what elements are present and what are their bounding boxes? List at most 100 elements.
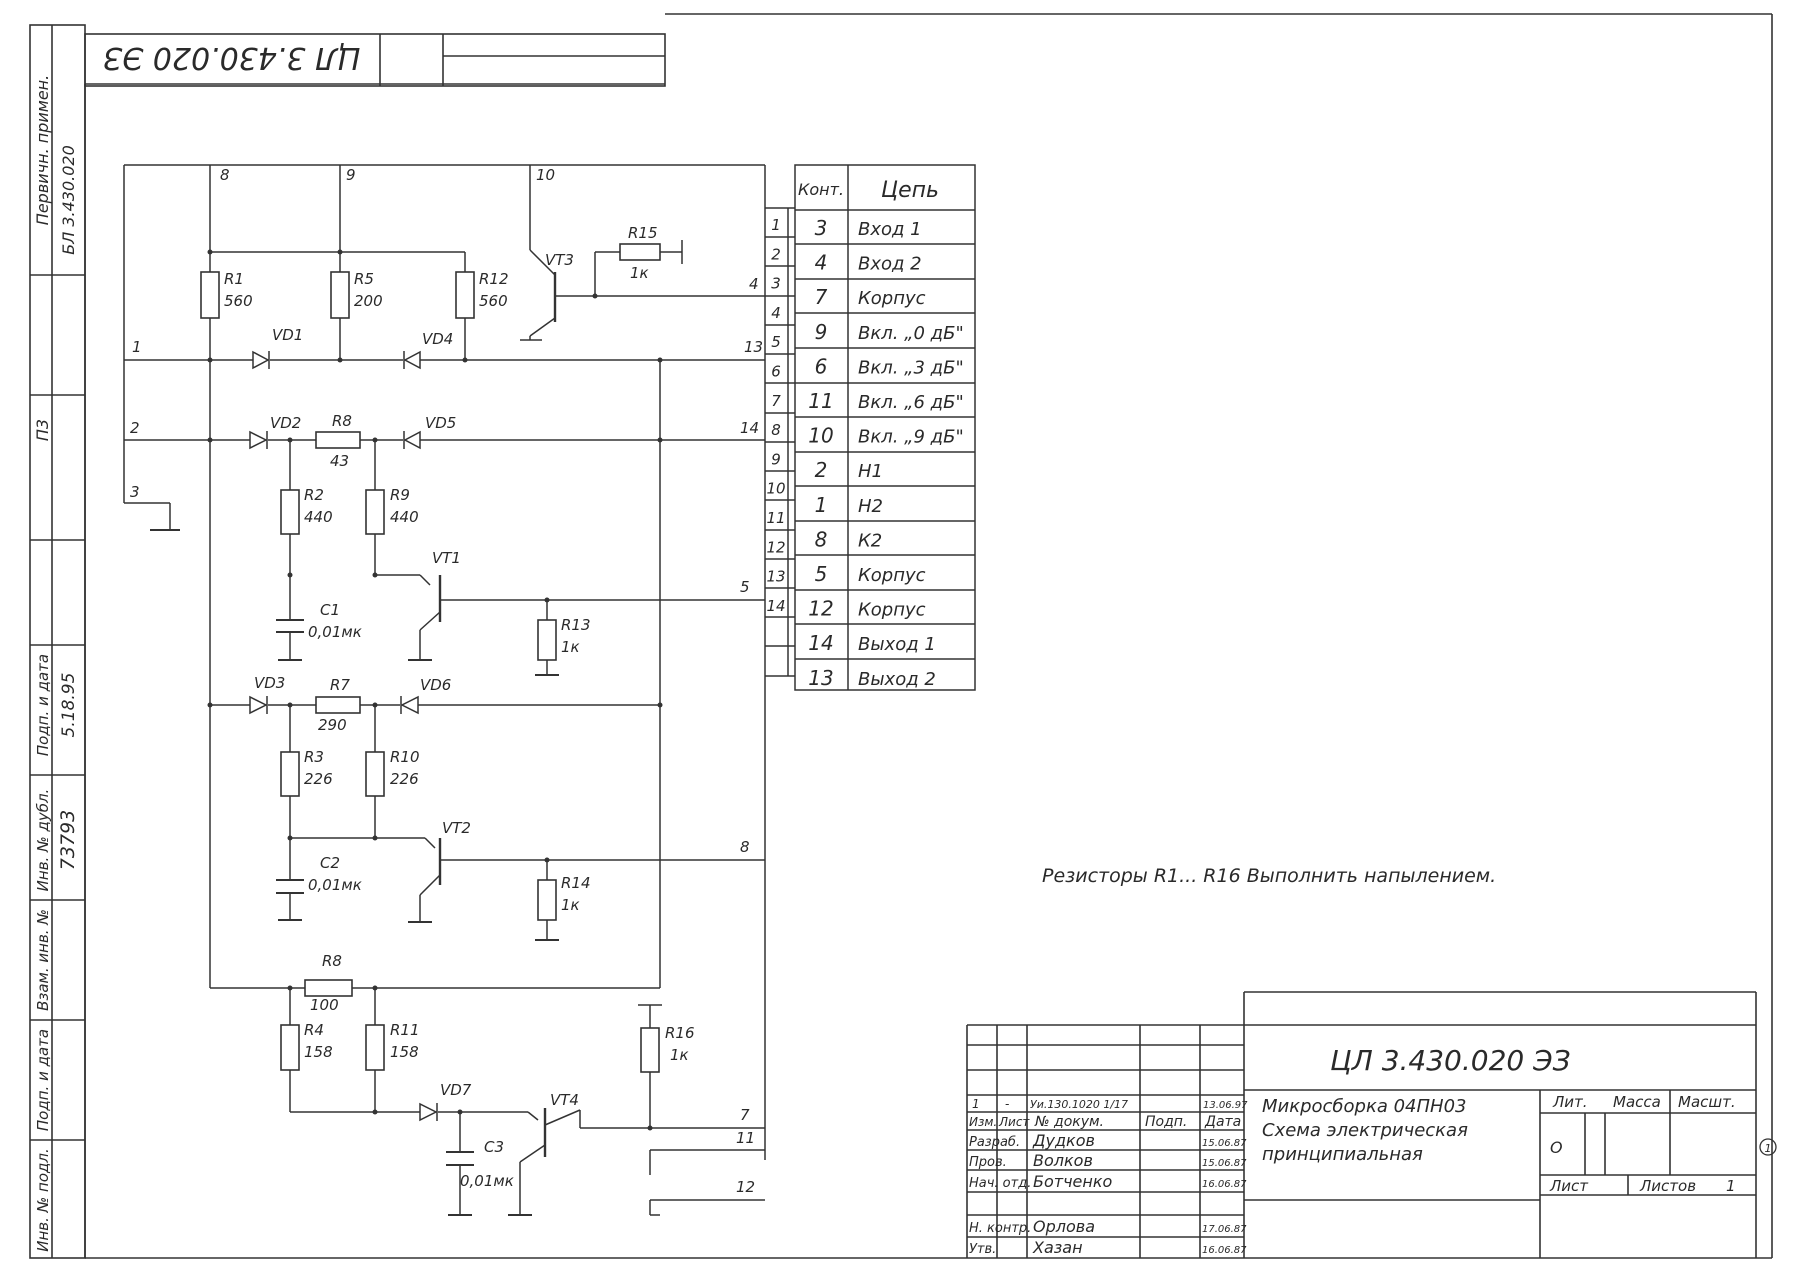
signer-date: 15.06.87 xyxy=(1202,1158,1247,1169)
junction-dots xyxy=(207,249,663,1131)
pin-table-contact: 6 xyxy=(815,354,828,378)
val-c3: 0,01мк xyxy=(460,1172,514,1190)
signer-name: Дудков xyxy=(1032,1131,1095,1150)
ref-vd7: VD7 xyxy=(440,1081,472,1099)
sheets-value: 1 xyxy=(1726,1177,1736,1195)
pin-table-row-number: 14 xyxy=(766,597,785,615)
signer-role: Н. контр. xyxy=(969,1221,1031,1236)
pin-table-row-number: 10 xyxy=(766,480,785,498)
pin-table-contact: 12 xyxy=(808,597,833,621)
pin-table-circuit: Вкл. „3 дБ" xyxy=(858,357,964,378)
rev-c: Уи.130.1020 1/17 xyxy=(1030,1098,1128,1111)
pin-table-row-number: 7 xyxy=(771,392,781,410)
pin-table-circuit: Н2 xyxy=(858,496,883,517)
pin-table-circuit: Выход 1 xyxy=(858,634,936,655)
hdr-b: Лист xyxy=(998,1115,1030,1129)
p3-label: П3 xyxy=(33,419,52,441)
pin-table-circuit: К2 xyxy=(858,530,882,551)
pin-table-row-number: 4 xyxy=(771,304,781,322)
signer-date: 16.06.87 xyxy=(1202,1179,1247,1190)
pin-table-row-number: 1 xyxy=(771,216,781,234)
pin-table-row-number: 12 xyxy=(766,538,785,556)
resistor-r8-bottom xyxy=(304,979,353,997)
date-value: 5.18.95 xyxy=(59,673,79,738)
pin-table-circuit: Корпус xyxy=(858,288,926,309)
resistor-r16 xyxy=(640,1027,660,1073)
rev-e: 13.06.97 xyxy=(1203,1100,1248,1111)
ref-r2: R2 xyxy=(304,486,324,504)
val-r4: 158 xyxy=(304,1043,333,1061)
resistor-r12 xyxy=(455,271,475,319)
pin-table-row-number: 8 xyxy=(771,421,781,439)
signer-name: Орлова xyxy=(1033,1217,1095,1236)
code-stamp: ЦЛ 3.430.020 ЭЗ xyxy=(103,40,361,75)
ref-r9: R9 xyxy=(390,486,410,504)
ref-c2: C2 xyxy=(320,854,340,872)
rev-a: 1 xyxy=(972,1097,980,1111)
signer-role: Пров. xyxy=(969,1155,1007,1170)
ref-vd4: VD4 xyxy=(422,330,453,348)
rev-b: - xyxy=(1005,1097,1009,1111)
resistor-r7 xyxy=(315,696,361,714)
ground-symbols xyxy=(150,529,559,1216)
resistor-r9 xyxy=(365,489,385,535)
val-r8-top: 43 xyxy=(330,452,349,470)
component-labels: R1 560 R5 200 R12 560 R15 1к VT3 VD1 VD4… xyxy=(224,224,695,1190)
pin-table-row-number: 2 xyxy=(771,245,781,263)
transistor-bases xyxy=(438,272,557,1157)
signer-role: Утв. xyxy=(969,1242,996,1257)
pin-table-contact: 5 xyxy=(815,562,828,586)
ref-r4: R4 xyxy=(304,1021,324,1039)
pin-label-right-3: 5 xyxy=(740,578,750,596)
pin-label-top-2: 10 xyxy=(536,166,555,184)
resistor-note: Резисторы R1... R16 Выполнить напылением… xyxy=(1042,865,1496,887)
pin-table-row-number: 5 xyxy=(771,333,781,351)
pin-table-contact: 9 xyxy=(815,320,828,344)
val-r7: 290 xyxy=(318,716,347,734)
title-line-1: Микросборка 04ПН03 xyxy=(1262,1096,1466,1117)
circle-mark-label: 1 xyxy=(1765,1142,1772,1155)
pin-table-circuit: Вкл. „0 дБ" xyxy=(858,323,964,344)
title-block: ЦЛ 3.430.020 ЭЗ Микросборка 04ПН03 Схема… xyxy=(966,991,1777,1258)
replace-inv-label: Взам. инв. № xyxy=(34,909,52,1011)
ref-r1: R1 xyxy=(224,270,244,288)
signer-role: Разраб. xyxy=(969,1135,1020,1150)
pin-label-top-0: 8 xyxy=(220,166,230,184)
val-c1: 0,01мк xyxy=(308,623,362,641)
ref-r8-bottom: R8 xyxy=(322,952,342,970)
pin-table-contact: 14 xyxy=(808,631,833,655)
ref-vd3: VD3 xyxy=(254,674,285,692)
pin-table-row-number: 11 xyxy=(766,509,785,527)
ref-vt3: VT3 xyxy=(545,251,574,269)
diodes xyxy=(249,350,438,1122)
ref-vd2: VD2 xyxy=(270,414,301,432)
pin-table-header-contact: Конт. xyxy=(798,180,844,199)
ref-r8-top: R8 xyxy=(332,412,352,430)
drawing-frame xyxy=(29,13,1773,1259)
ref-r11: R11 xyxy=(390,1021,420,1039)
ref-r15: R15 xyxy=(628,224,658,242)
signer-name: Ботченко xyxy=(1033,1172,1113,1191)
pin-table-contact: 8 xyxy=(815,527,828,551)
capacitors xyxy=(276,619,474,1166)
ref-r7: R7 xyxy=(330,676,350,694)
signer-role: Нач. отд. xyxy=(969,1176,1031,1191)
ref-r16: R16 xyxy=(665,1024,695,1042)
resistor-r8-top xyxy=(315,431,361,449)
sheet-label: Лист xyxy=(1549,1177,1589,1195)
sign-date-label: Подп. и дата xyxy=(34,1029,52,1131)
ref-vt4: VT4 xyxy=(550,1091,579,1109)
schematic-wires xyxy=(123,164,766,1216)
pin-table-contact: 13 xyxy=(808,666,833,690)
val-r9: 440 xyxy=(390,508,419,526)
title-code: ЦЛ 3.430.020 ЭЗ xyxy=(1330,1044,1571,1077)
pin-table-row-number: 6 xyxy=(771,363,781,381)
inv-sign-label: Инв. № подл. xyxy=(34,1148,52,1251)
pin-table-circuit: Н1 xyxy=(858,461,883,482)
pin-table-circuit: Корпус xyxy=(858,600,926,621)
pin-table-circuit: Вход 2 xyxy=(858,254,922,275)
val-c2: 0,01мк xyxy=(308,876,362,894)
mass-label: Масса xyxy=(1613,1093,1661,1111)
pin-label-right-4: 8 xyxy=(740,838,750,856)
